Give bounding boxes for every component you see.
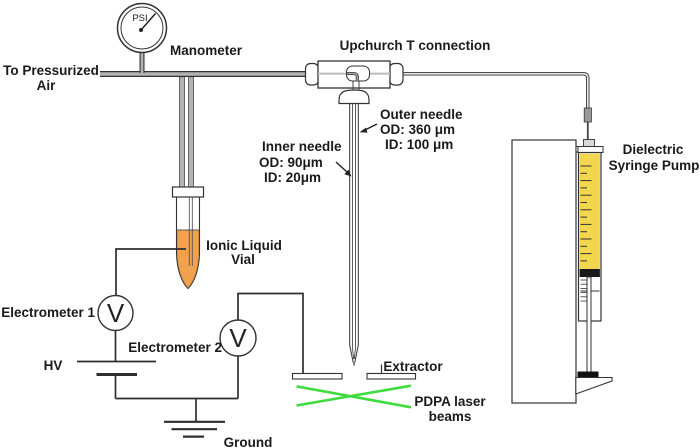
plunger-end (577, 371, 599, 377)
syringe-pump (511, 139, 613, 404)
syringe-flange (577, 146, 604, 153)
voltmeter-glyph-1: V (107, 298, 125, 328)
hv-circuit: V V (77, 248, 304, 438)
t-right-nut (388, 62, 404, 86)
pressurized-air-label-1: To Pressurized (3, 63, 99, 78)
outer-needle-label-2: OD: 360 μm (380, 122, 455, 137)
ground-label: Ground (224, 435, 273, 448)
plunger-rod (586, 276, 592, 373)
vial-cap (171, 186, 205, 198)
pump-body (511, 139, 577, 404)
pusher-wedge (575, 376, 613, 395)
inner-needle-label-2: OD: 90μm (259, 155, 323, 170)
pressure-gauge-icon: PSI (116, 2, 168, 54)
manometer-label: Manometer (170, 43, 243, 58)
ionic-liquid (176, 229, 200, 289)
pump-label-2: Syringe Pump (609, 158, 700, 173)
inner-needle-arrow (335, 161, 352, 177)
voltmeter-icon-2 (219, 319, 257, 357)
wire-em2-to-extractor (237, 292, 304, 374)
syringe-fluid (579, 153, 600, 269)
vial-label-2: Vial (231, 252, 255, 267)
t-left-nut (304, 62, 320, 86)
outer-needle-label-3: ID: 100 μm (385, 137, 453, 152)
outer-needle-arrow (359, 123, 378, 133)
pdpa-laser-beams (296, 384, 412, 409)
inner-needle-label-3: ID: 20μm (264, 170, 321, 185)
electrometer2-label: Electrometer 2 (128, 340, 222, 355)
pressurized-air-label-2: Air (37, 78, 57, 93)
vial-air-tube (179, 76, 194, 206)
tube-union (583, 107, 592, 123)
t-connection-label: Upchurch T connection (340, 38, 491, 53)
extractor-left-plate (291, 372, 343, 380)
voltmeter-icon-1 (97, 294, 134, 332)
gauge-hub (139, 28, 143, 32)
pump-label-1: Dielectric (623, 142, 684, 157)
hv-label: HV (44, 358, 63, 373)
pump-supply-tube (402, 72, 592, 141)
syringe-fine-graduations (580, 279, 587, 302)
wire-vial-to-em1 (115, 248, 186, 296)
extractor (291, 364, 417, 380)
t-connection (304, 60, 404, 105)
ionic-liquid-vial (171, 186, 205, 290)
laser-beam-2 (296, 384, 412, 407)
needle-ferrule (338, 89, 370, 105)
outer-needle-label-1: Outer needle (380, 107, 463, 122)
inner-needle-label-1: Inner needle (262, 139, 342, 154)
plunger-seal (579, 269, 600, 277)
syringe-graduations (580, 165, 592, 262)
ground-symbol (164, 420, 225, 438)
coaxial-needle (349, 103, 359, 366)
laser-label-2: beams (429, 409, 472, 424)
vial-label-1: Ionic Liquid (206, 238, 282, 253)
voltmeter-glyph-2: V (229, 323, 247, 353)
laser-label-1: PDPA laser (414, 394, 486, 409)
extractor-right-plate (366, 372, 417, 380)
extractor-label: Extractor (383, 359, 443, 374)
psi-label: PSI (132, 13, 147, 24)
electrometer1-label: Electrometer 1 (1, 305, 95, 320)
syringe-luer-cap (583, 139, 595, 148)
gauge-needle (140, 13, 157, 31)
